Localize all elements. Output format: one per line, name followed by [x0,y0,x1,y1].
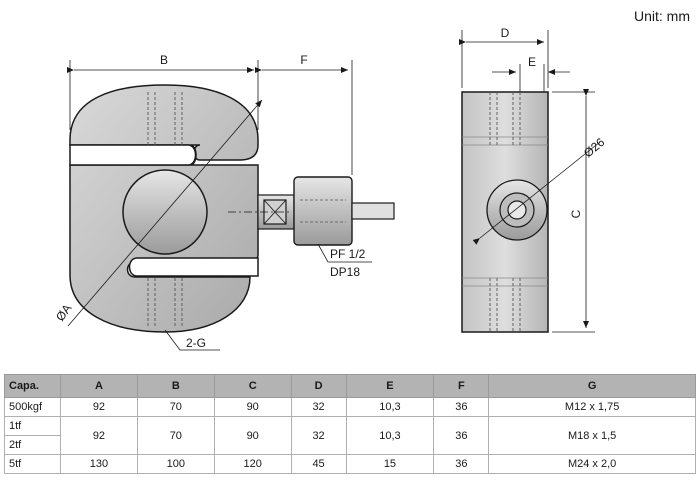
spec-table: Capa. A B C D E F G 500kgf 92 70 90 32 1… [4,374,696,474]
dim-a-line [67,99,263,327]
table-cell: M24 x 2,0 [488,454,696,474]
g-leader [164,329,220,351]
unit-label: Unit: mm [634,8,690,24]
table-cell: 32 [290,397,347,417]
dim-26-line [472,141,601,245]
dim-d-label: D [501,26,510,40]
center-bore [122,169,208,255]
thread-leader [317,243,372,263]
front-view [69,84,395,333]
cable-label: DP18 [330,265,360,279]
dim-c [552,89,595,333]
table-cell: 90 [213,416,292,455]
header-cell: G [488,374,696,398]
table-cell: 45 [290,454,347,474]
table-cell: 92 [60,416,138,455]
table-cell: 130 [60,454,138,474]
table-cell: 10,3 [345,416,435,455]
thread-label: PF 1/2 [330,247,366,261]
lower-slot [128,257,259,277]
table-cell: 15 [345,454,435,474]
dim-e-label: E [528,55,536,69]
dim-c-label: C [569,209,583,218]
header-cell: E [345,374,435,398]
dim-b-label: B [160,53,168,67]
table-cell: 90 [213,397,292,417]
table-cell: 36 [433,397,490,417]
capacity-cell: 500kgf [4,397,61,417]
table-cell: 92 [60,397,138,417]
dim-f [255,60,353,175]
dim-a-label: ØA [53,301,74,323]
table-row: 500kgf 92 70 90 32 10,3 36 M12 x 1,75 [4,397,696,417]
header-cell: F [433,374,490,398]
cable-gland [293,176,353,246]
table-cell: 70 [136,416,215,455]
table-cell: 36 [433,416,490,455]
header-cell: C [213,374,292,398]
dim-26-label: Ø26 [581,135,608,161]
g-label: 2-G [186,336,206,350]
table-cell: M12 x 1,75 [488,397,696,417]
table-row: 5tf 130 100 120 45 15 36 M24 x 2,0 [4,454,696,474]
header-cell: A [60,374,138,398]
capacity-cell: 5tf [4,454,61,474]
upper-slot [69,144,197,166]
table-cell: M18 x 1,5 [488,416,696,455]
header-cell: D [290,374,347,398]
header-cell: Capa. [4,374,61,398]
table-row: 1tf 92 70 90 32 10,3 36 M18 x 1,5 [4,416,696,455]
gland-inner [507,200,527,220]
header-cell: B [136,374,215,398]
technical-drawing: B F ØA PF 1/2 DP18 2-G [53,26,608,351]
table-cell: 70 [136,397,215,417]
cable [351,202,395,220]
table-header-row: Capa. A B C D E F G [4,374,696,398]
table-cell: 120 [213,454,292,474]
table-cell: 100 [136,454,215,474]
dim-f-label: F [300,53,307,67]
capacity-cell: 2tf [4,435,61,455]
dim-e [492,64,570,92]
dim-d [459,30,549,88]
capacity-cell: 1tf [4,416,61,436]
table-cell: 36 [433,454,490,474]
table-cell: 32 [290,416,347,455]
side-view [461,91,549,333]
table-cell: 10,3 [345,397,435,417]
